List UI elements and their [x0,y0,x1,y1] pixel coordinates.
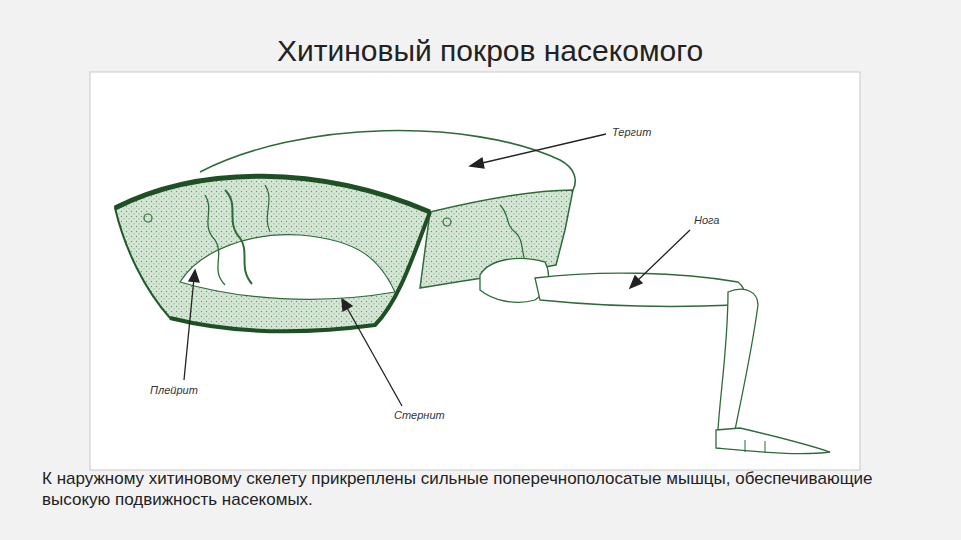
spiracle [144,214,152,222]
part-label: Тергит [612,126,651,138]
tergite-edge [115,176,430,212]
tarsus [716,428,830,454]
caption: К наружному хитиновому скелету прикрепле… [42,468,942,510]
arrowhead [342,299,352,311]
leader-line [184,278,194,380]
tarsus-segments [745,440,765,453]
part-label: Плейрит [150,384,198,396]
leader-line [346,306,402,406]
arrowhead [630,276,642,288]
membrane [205,195,225,285]
membrane [225,190,252,284]
front-section [115,176,430,331]
diagram-title: Хитиновый покров насекомого [277,34,703,68]
membrane [265,185,270,232]
arrowhead [189,270,199,282]
arrowhead [470,158,484,168]
part-label: Стернит [394,409,445,421]
spiracle [443,218,451,226]
frame [90,72,860,470]
inner-cavity [180,235,395,300]
part-label: Нога [694,214,719,226]
leader-line [478,134,606,164]
leader-line [636,230,690,282]
tibia [718,289,758,430]
